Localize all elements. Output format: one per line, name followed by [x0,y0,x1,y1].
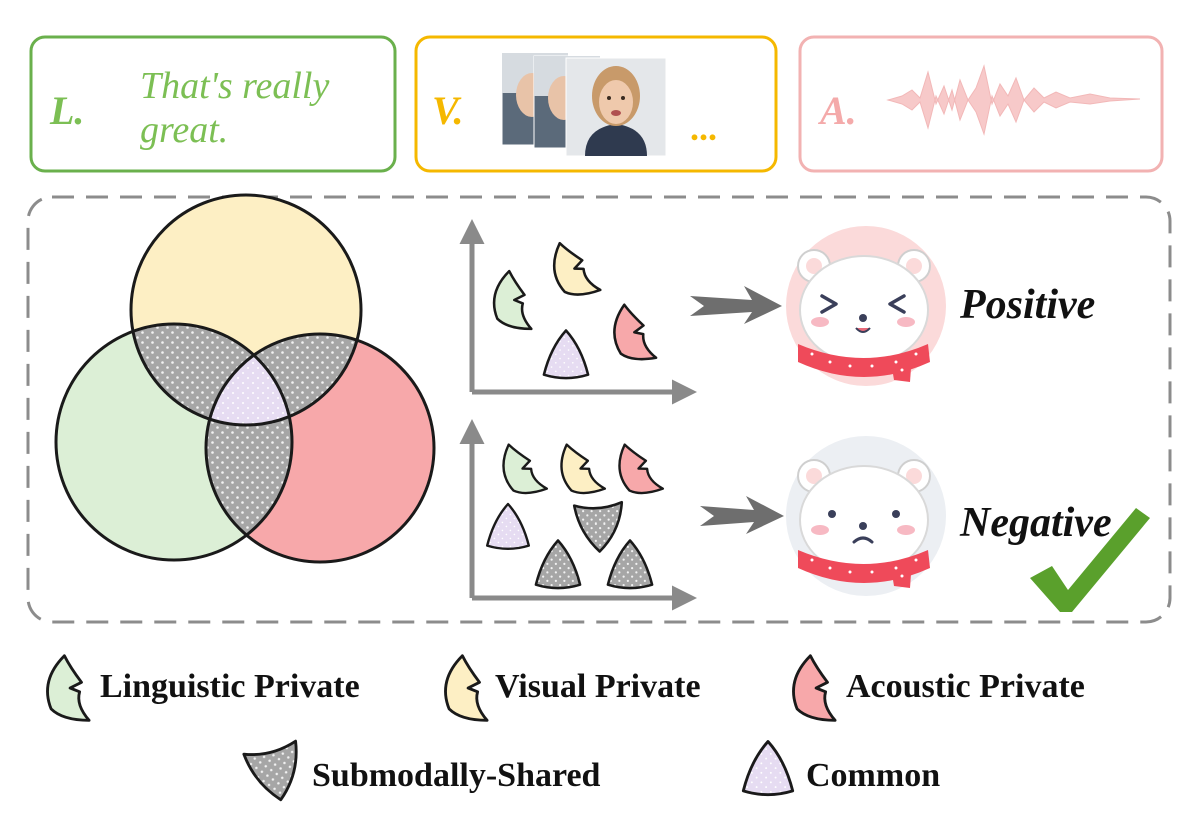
legend [46,654,837,802]
acoustic-private-shape [613,303,658,361]
legend-acoustic-shape [792,654,837,722]
sad-bear-icon [786,436,946,596]
submodally-shared-shape [534,539,582,590]
acoustic-box: A. [798,35,1164,173]
negative-label: Negative [959,500,1112,546]
legend-common-shape [741,740,795,797]
visual-private-shape [552,241,602,296]
linguistic-tag: L. [49,88,84,133]
waveform-icon [886,64,1141,136]
video-frame-icon [501,52,667,157]
linguistic-text-line2: great. [140,109,228,151]
visual-tag: V. [432,88,464,133]
visual-private-shape [560,443,607,495]
legend-submodally-shared: Submodally-Shared [312,757,601,794]
legend-linguistic-shape [46,654,91,722]
legend-visual-shape [444,654,489,722]
arrow-right-icon [690,286,782,324]
legend-acoustic-private: Acoustic Private [846,668,1085,705]
common-shape [542,329,590,380]
linguistic-text-line1: That's really [140,65,329,107]
legend-linguistic-private: Linguistic Private [100,668,360,705]
linguistic-private-shape [492,269,533,331]
acoustic-tag: A. [817,88,857,133]
linguistic-box: L. That's really great. [29,35,397,173]
model-container [26,195,1172,624]
linguistic-private-shape [502,443,549,495]
legend-shared-shape [242,739,298,802]
checkmark-icon [1030,508,1150,612]
positive-label: Positive [959,282,1095,328]
submodally-shared-shape [572,500,624,553]
arrow-right-icon [700,496,784,534]
submodally-shared-shape [606,539,654,590]
visual-ellipsis: ... [690,108,717,148]
acoustic-private-shape [618,443,665,495]
legend-common: Common [806,757,940,794]
happy-bear-icon [786,226,946,386]
legend-visual-private: Visual Private [495,668,701,705]
venn-diagram [54,193,436,564]
upper-feature-space [459,219,697,405]
feature-shapes [485,241,665,590]
common-shape [485,502,531,550]
visual-box: V. ... [414,35,778,173]
lower-feature-space [459,419,697,611]
